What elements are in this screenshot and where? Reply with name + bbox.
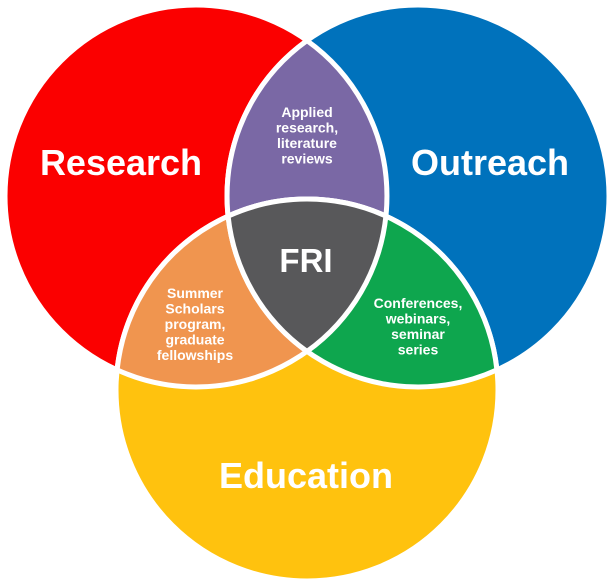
research-education-label: Summer Scholars program, graduate fellow… (157, 285, 233, 363)
research-outreach-label-line: Applied (281, 104, 332, 120)
research-education-label-line: program, (165, 316, 226, 332)
research-label: Research (40, 142, 202, 183)
research-outreach-label: Applied research, literature reviews (276, 104, 338, 167)
education-label: Education (219, 455, 393, 496)
research-education-label-line: Summer (167, 285, 224, 301)
center-label: FRI (279, 242, 332, 279)
outreach-label: Outreach (411, 142, 569, 183)
research-education-label-line: fellowships (157, 347, 233, 363)
center-overlap (225, 196, 389, 354)
outreach-education-label-line: webinars, (385, 311, 451, 327)
research-outreach-label-line: reviews (281, 151, 333, 167)
outreach-education-label-line: Conferences, (374, 295, 463, 311)
outreach-education-label-line: series (398, 342, 439, 358)
outreach-education-label: Conferences, webinars, seminar series (374, 295, 463, 358)
research-education-label-line: Scholars (165, 301, 224, 317)
research-outreach-label-line: research, (276, 120, 338, 136)
outreach-education-label-line: seminar (391, 326, 445, 342)
research-education-label-line: graduate (165, 332, 224, 348)
research-outreach-label-line: literature (277, 135, 337, 151)
